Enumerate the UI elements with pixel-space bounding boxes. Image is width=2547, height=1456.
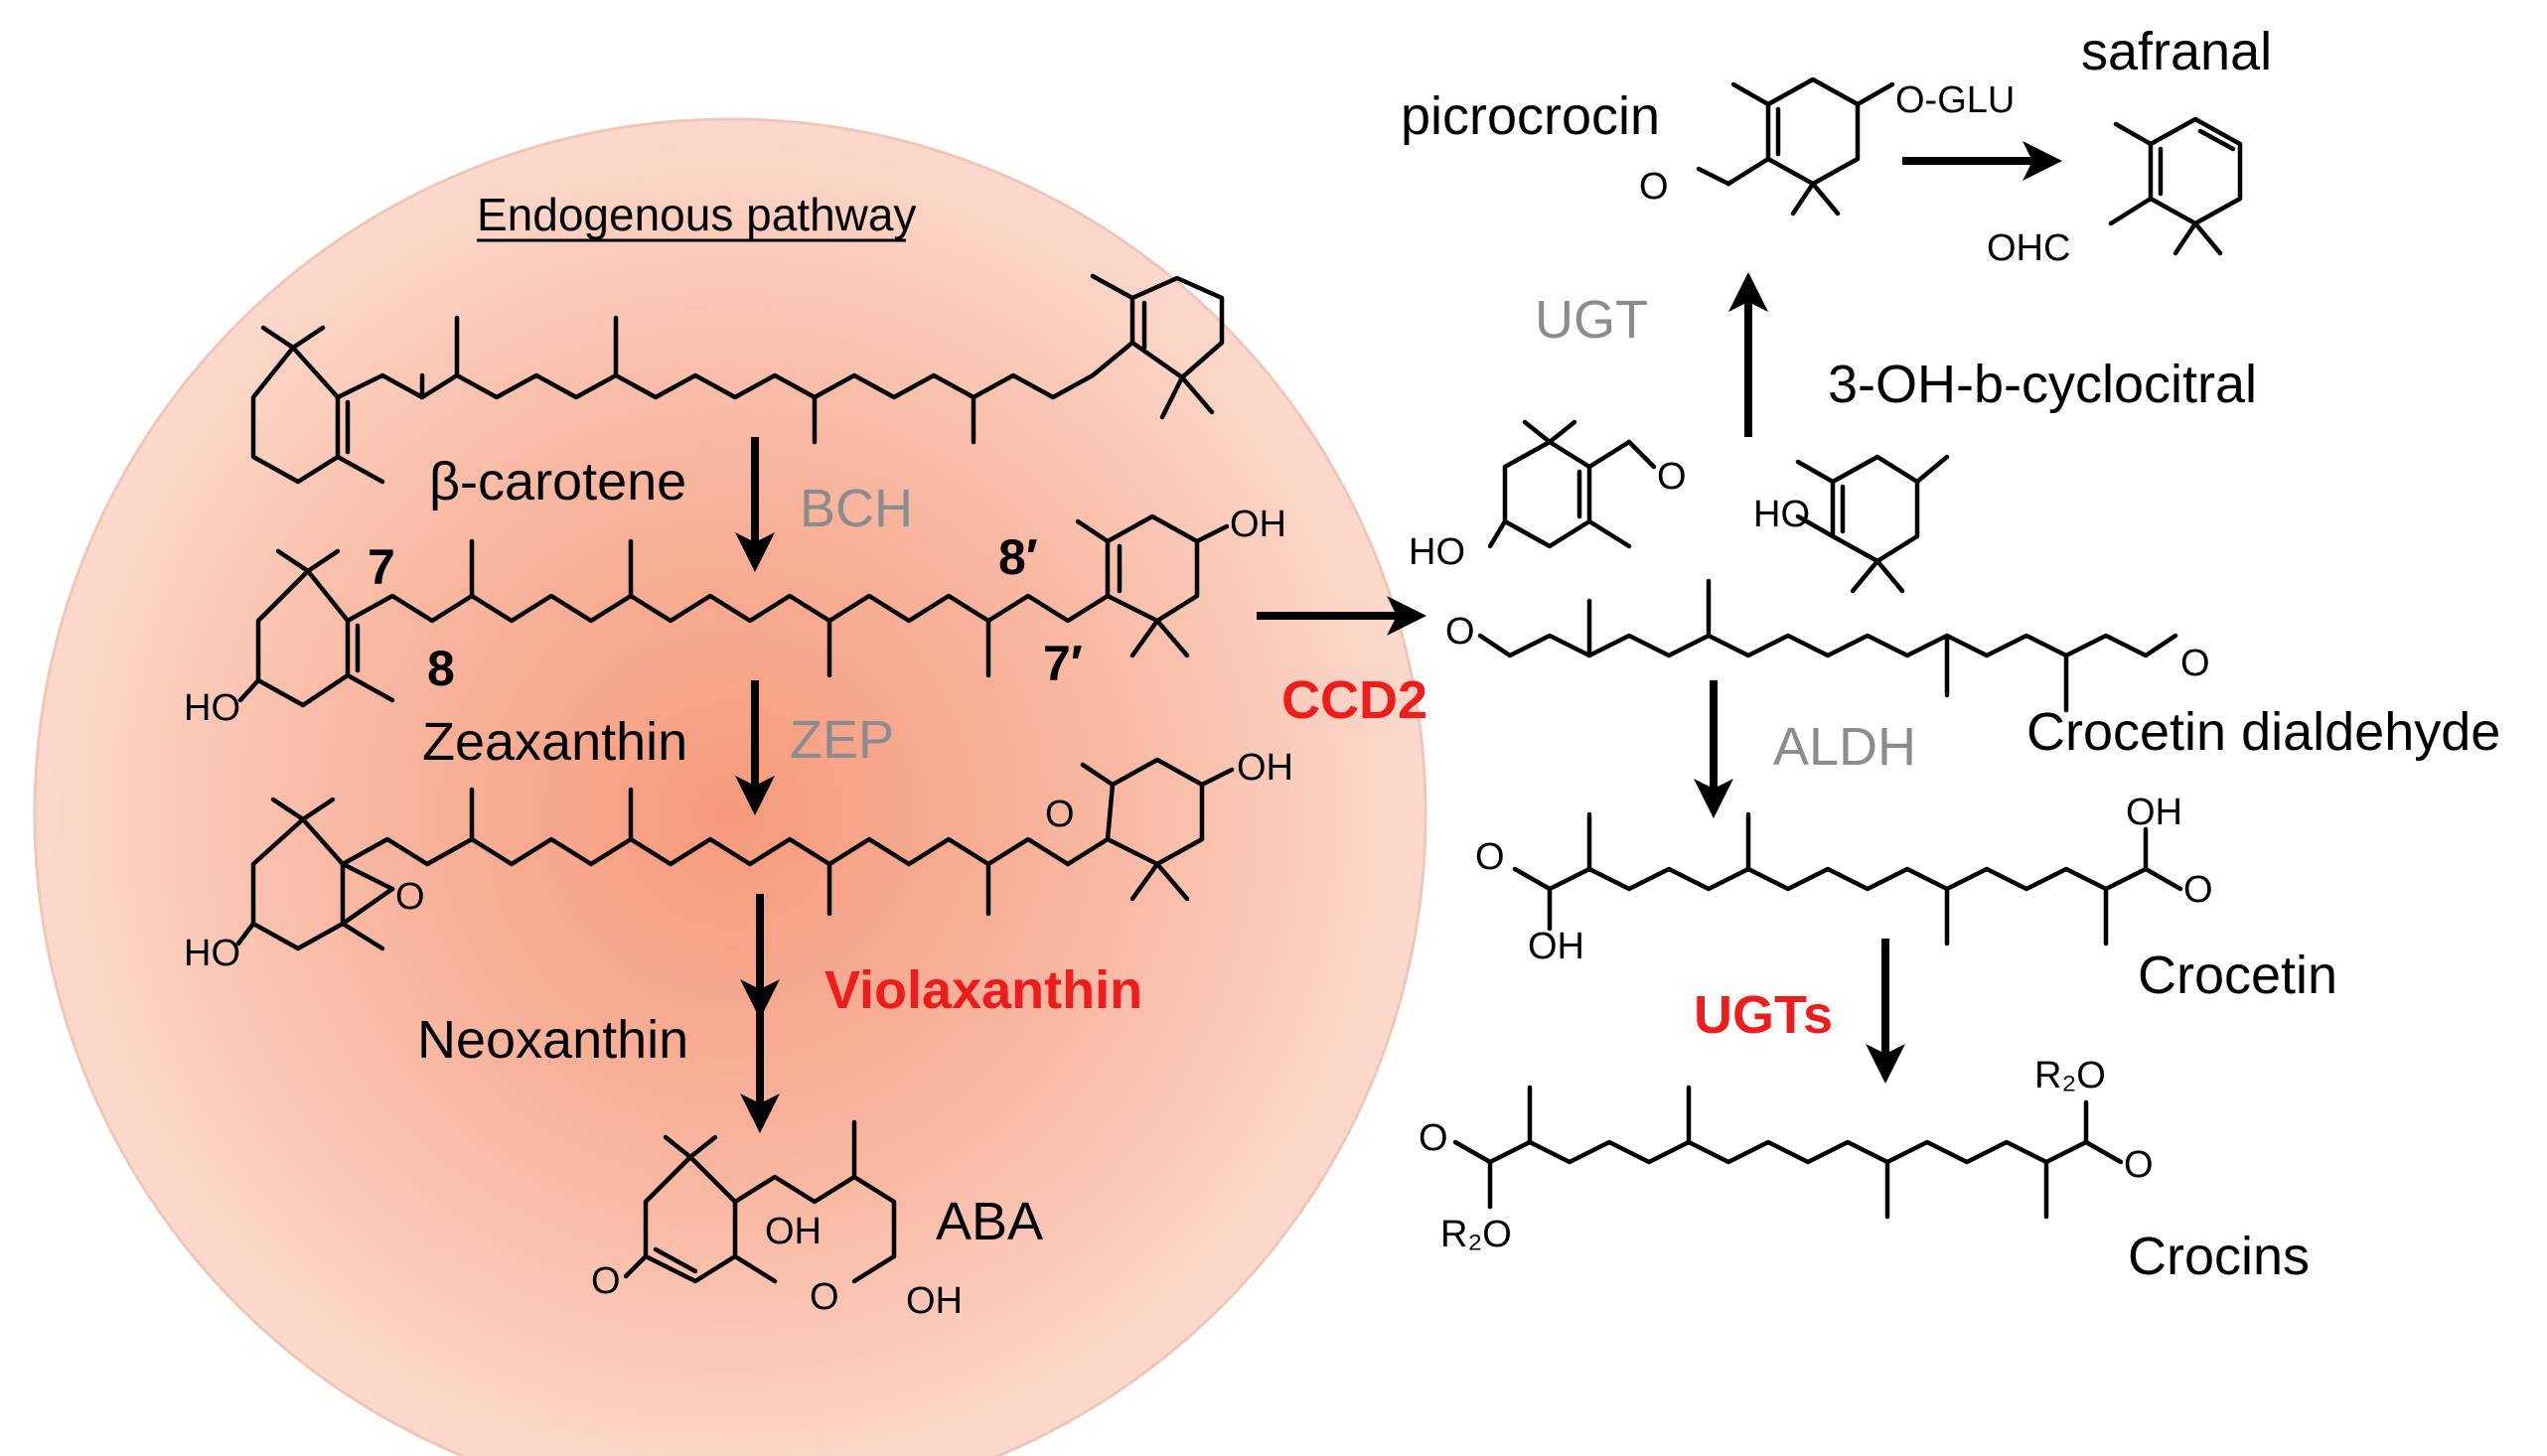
crocetin-o-left: O	[1475, 836, 1505, 878]
cyclocitral-left-o: O	[1657, 456, 1687, 498]
beta-carotene-structure	[250, 273, 1225, 485]
zeaxanthin-ho-left: HO	[184, 687, 240, 729]
crocins-label: Crocins	[2128, 1227, 2310, 1286]
ugts-enzyme-label: UGTs	[1694, 985, 1833, 1045]
safranal-ohc: OHC	[1987, 227, 2070, 269]
zeaxanthin-label: Zeaxanthin	[422, 712, 687, 772]
hydroxy-cyclocitral-label: 3-OH-b-cyclocitral	[1828, 355, 2257, 414]
zeaxanthin-structure	[237, 513, 1230, 708]
endogenous-compartment	[33, 117, 1427, 1456]
crocetin-dialdehyde-o-right: O	[2180, 643, 2210, 684]
safranal-label: safranal	[2081, 22, 2272, 81]
ccd2-enzyme-label: CCD2	[1281, 670, 1427, 730]
crocetin-label: Crocetin	[2138, 946, 2337, 1005]
endogenous-pathway-title: Endogenous pathway	[477, 189, 916, 240]
violaxanthin-structure	[235, 757, 1235, 951]
aba-acid-oh: OH	[906, 1280, 963, 1322]
position-7-label: 7	[368, 539, 395, 595]
crocetin-oh-right: OH	[2126, 792, 2182, 833]
picrocrocin-o-glu: O-GLU	[1895, 79, 2015, 121]
crocetin-structure	[1512, 811, 2183, 946]
crocetin-dialdehyde-structure	[1477, 578, 2178, 713]
violaxanthin-epoxide-o-left: O	[395, 876, 425, 918]
crocetin-o-right: O	[2183, 869, 2213, 911]
crocetin-dialdehyde-o-left: O	[1445, 611, 1475, 653]
violaxanthin-oh-right: OH	[1237, 747, 1293, 789]
ugt-enzyme-label: UGT	[1535, 290, 1648, 350]
aba-structure	[623, 1119, 897, 1284]
violaxanthin-epoxide-o-right: O	[1045, 794, 1075, 835]
cyclocitral-left-ho: HO	[1409, 531, 1465, 573]
picrocrocin-label: picrocrocin	[1401, 86, 1660, 146]
position-7-prime-label: 7′	[1043, 636, 1083, 691]
position-8-prime-label: 8′	[998, 529, 1038, 585]
crocetin-dialdehyde-label: Crocetin dialdehyde	[2026, 702, 2500, 762]
picrocrocin-o: O	[1639, 166, 1669, 208]
violaxanthin-ho-left: HO	[184, 933, 240, 974]
crocetin-oh-left: OH	[1528, 926, 1584, 967]
zeaxanthin-oh-right: OH	[1230, 504, 1286, 545]
crocins-r2o-left: R₂O	[1440, 1214, 1512, 1255]
crocins-structure	[1452, 1085, 2124, 1220]
cyclocitral-right-ho: HO	[1753, 494, 1810, 535]
crocins-o-left: O	[1419, 1117, 1448, 1159]
neoxanthin-label: Neoxanthin	[417, 1010, 688, 1070]
beta-carotene-label: β-carotene	[429, 452, 686, 511]
aba-oh: OH	[765, 1211, 822, 1252]
safranal-structure	[2108, 116, 2243, 256]
crocins-r2o-right: R₂O	[2034, 1055, 2106, 1096]
aldh-enzyme-label: ALDH	[1773, 717, 1916, 777]
picrocrocin-structure	[1696, 76, 1895, 217]
position-8-label: 8	[427, 641, 455, 696]
hydroxy-cyclocitral-left-structure	[1487, 419, 1657, 549]
aba-keto-o: O	[591, 1260, 621, 1302]
bch-enzyme-label: BCH	[800, 479, 913, 538]
violaxanthin-label: Violaxanthin	[824, 960, 1142, 1020]
hydroxy-cyclocitral-right-structure	[1795, 454, 1950, 594]
aba-label: ABA	[936, 1192, 1043, 1251]
zep-enzyme-label: ZEP	[790, 710, 894, 770]
crocins-o-right: O	[2124, 1144, 2154, 1186]
aba-carbonyl-o: O	[810, 1276, 839, 1318]
